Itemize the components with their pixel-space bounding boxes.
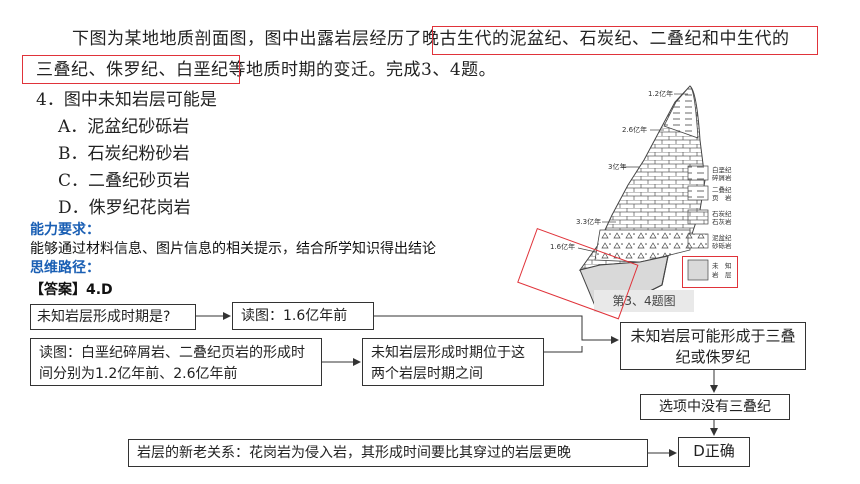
- flow-box-between: 未知岩层形成时期位于这两个岩层时期之间: [362, 338, 544, 386]
- flow-box-no-triassic: 选项中没有三叠纪: [640, 394, 790, 420]
- option-b: B．石炭纪粉砂岩: [58, 144, 190, 164]
- option-d: D．侏罗纪花岗岩: [58, 198, 191, 218]
- legend-label-8: 砂砾岩: [712, 241, 732, 250]
- ability-title: 能力要求：: [30, 222, 100, 238]
- flow-box-read-1-6: 读图：1.6亿年前: [232, 302, 374, 330]
- legend-label-6: 石灰岩: [712, 217, 732, 226]
- intro-line-2: 三叠纪、侏罗纪、白垩纪等地质时期的变迁。完成3、4题。: [36, 60, 497, 80]
- ability-text: 能够通过材料信息、图片信息的相关提示，结合所学知识得出结论: [30, 241, 436, 257]
- option-c: C．二叠纪砂页岩: [58, 171, 191, 191]
- answer-text: 【答案】4.D: [30, 282, 113, 298]
- age-label-1-6: 1.6亿年: [550, 242, 575, 251]
- flow-box-triassic-jurassic: 未知岩层可能形成于三叠纪或侏罗纪: [620, 322, 806, 370]
- legend-label-2: 碎屑岩: [712, 173, 732, 182]
- highlight-box-1: [432, 26, 818, 55]
- legend-label-7: 泥盆纪: [712, 233, 732, 242]
- age-label-2-6: 2.6亿年: [622, 125, 647, 134]
- geologic-profile-figure: 1.2亿年 2.6亿年 3亿年 3.3亿年 1.6亿年 白垩纪 碎屑岩 二叠纪 …: [550, 85, 732, 307]
- highlight-box-2: [22, 55, 240, 84]
- option-a: A．泥盆纪砂砾岩: [58, 117, 190, 137]
- question-stem: 4．图中未知岩层可能是: [36, 90, 217, 110]
- thinking-title: 思维路径：: [30, 260, 100, 276]
- legend-label-4: 页 岩: [712, 193, 732, 202]
- age-label-1-2: 1.2亿年: [648, 89, 673, 98]
- legend-label-1: 白垩纪: [712, 165, 732, 174]
- flow-box-answer: D正确: [678, 437, 750, 467]
- legend-label-9: 未 知: [712, 261, 732, 270]
- age-label-3-3: 3.3亿年: [576, 217, 601, 226]
- legend-label-10: 岩 层: [712, 270, 732, 279]
- legend-unknown-highlight: [682, 256, 738, 288]
- legend-label-3: 二叠纪: [712, 185, 732, 194]
- flow-box-read-ages: 读图：白垩纪碎屑岩、二叠纪页岩的形成时间分别为1.2亿年前、2.6亿年前: [30, 338, 322, 386]
- legend-label-5: 石炭纪: [712, 209, 732, 218]
- age-label-3: 3亿年: [608, 162, 626, 171]
- flow-box-relation: 岩层的新老关系：花岗岩为侵入岩，其形成时间要比其穿过的岩层更晚: [128, 439, 648, 467]
- flow-box-question: 未知岩层形成时期是?: [30, 304, 196, 330]
- figure-caption: 第3、4题图: [594, 290, 694, 312]
- intro-line-1: 下图为某地地质剖面图，图中出露岩层经历了晚古生代的泥盆纪、石炭纪、二叠纪和中生代…: [72, 29, 790, 49]
